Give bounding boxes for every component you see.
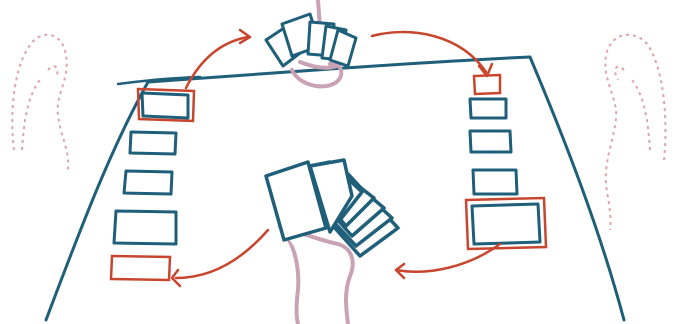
bottom-hand-icon xyxy=(278,224,355,324)
right-card-highlight xyxy=(464,196,548,251)
arrow-left-to-top-head xyxy=(238,28,252,45)
right-draw-slot xyxy=(472,73,502,96)
right-card-1 xyxy=(468,97,508,120)
arrow-hand-to-left xyxy=(174,228,270,280)
left-card-1 xyxy=(140,91,190,120)
left-card-3 xyxy=(122,169,174,196)
arrow-hand-to-left-head xyxy=(170,268,182,288)
left-card-highlight xyxy=(136,87,196,123)
arrow-right-to-bottom-head xyxy=(394,262,406,280)
right-card-column xyxy=(468,97,542,246)
top-card-fan-icon xyxy=(264,12,358,68)
left-card-column xyxy=(112,91,190,246)
left-discard-slot xyxy=(109,254,172,282)
flow-arrows xyxy=(170,28,502,288)
right-card-2 xyxy=(468,129,513,154)
arrow-right-to-bottom xyxy=(394,242,502,273)
arrow-left-to-top xyxy=(184,35,250,90)
left-player-silhouette-icon xyxy=(11,33,70,171)
right-card-4 xyxy=(470,202,542,246)
left-card-2 xyxy=(128,130,178,156)
right-player-silhouette-icon xyxy=(604,33,667,231)
arrow-top-to-right-head xyxy=(477,62,494,78)
bottom-card-fan-icon xyxy=(264,158,400,258)
left-card-4 xyxy=(112,209,178,246)
right-card-3 xyxy=(471,168,519,196)
arrow-top-to-right xyxy=(370,30,488,74)
